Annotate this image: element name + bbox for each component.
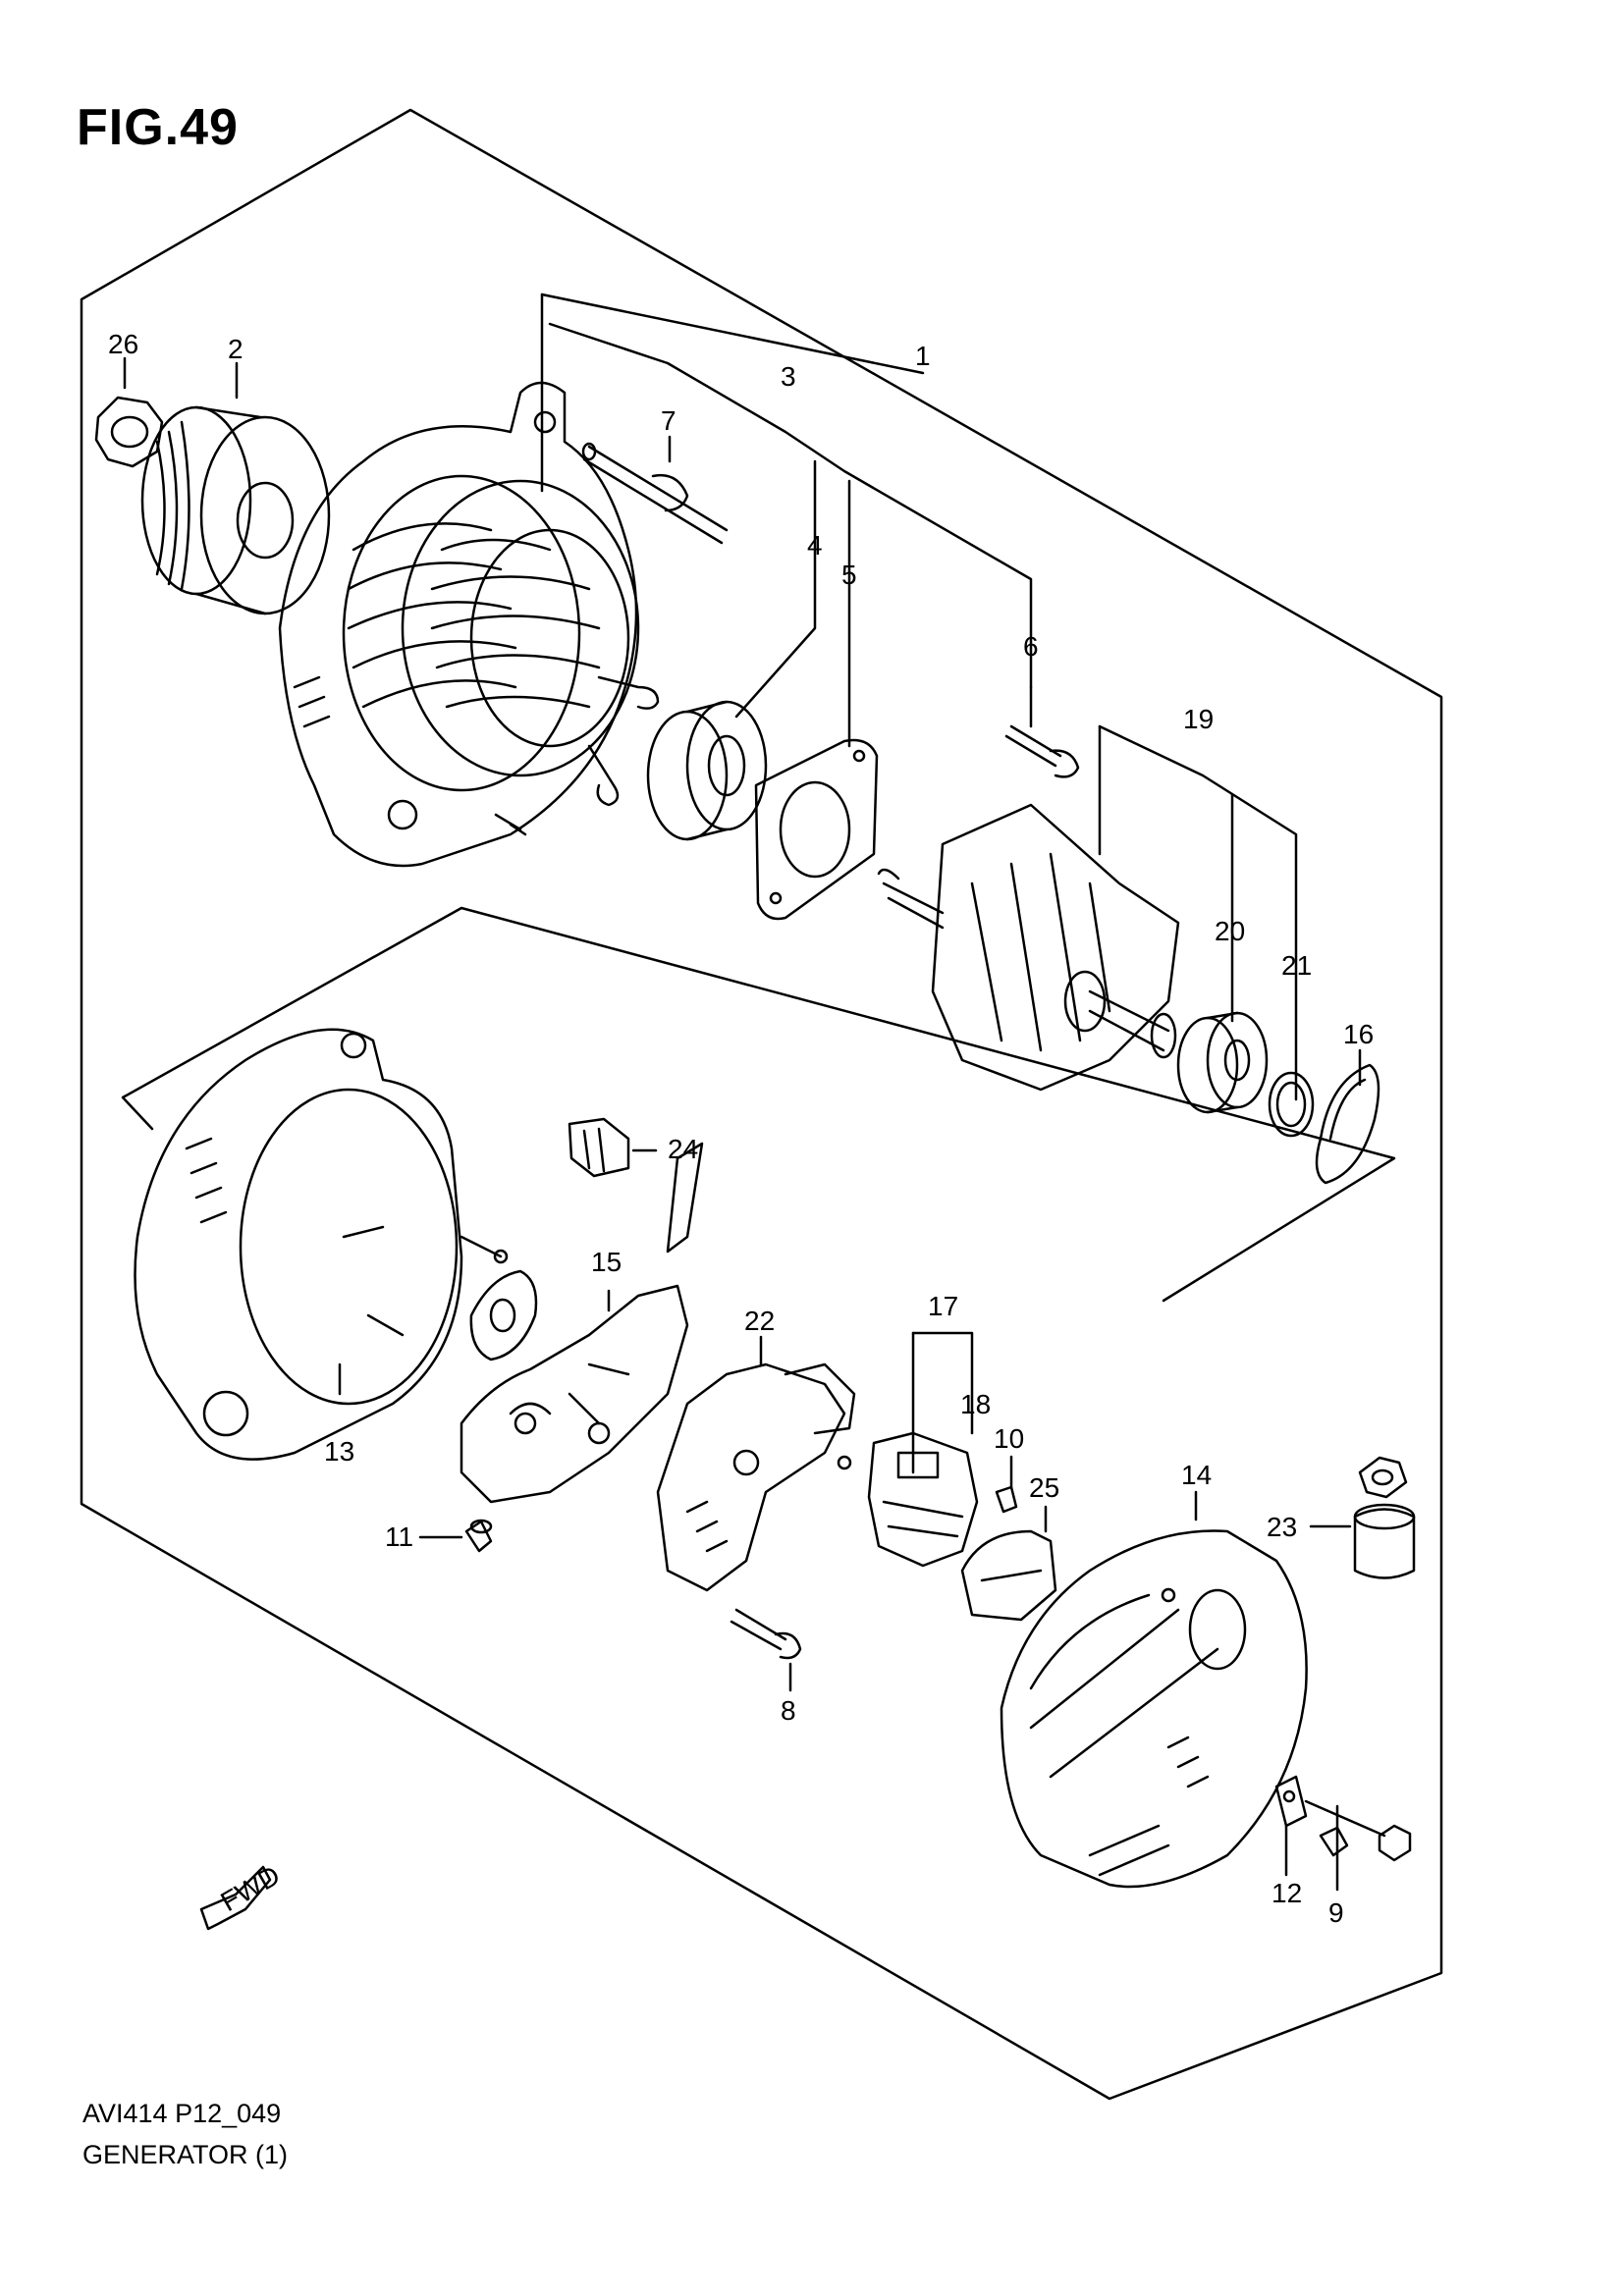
label-5: 5 xyxy=(841,560,857,590)
label-6: 6 xyxy=(1023,631,1039,662)
plate-part-5 xyxy=(754,738,879,921)
stud-part-7 xyxy=(581,442,729,545)
label-22: 22 xyxy=(744,1306,775,1336)
stator xyxy=(401,479,660,836)
label-16: 16 xyxy=(1343,1019,1374,1049)
bracket-3 xyxy=(548,322,1033,689)
bracket-4 xyxy=(734,459,817,719)
front-housing xyxy=(278,381,638,868)
label-12: 12 xyxy=(1271,1878,1302,1908)
nut-part-26 xyxy=(94,396,164,468)
label-21: 21 xyxy=(1281,950,1312,981)
fwd-arrow-icon xyxy=(199,1865,272,1931)
bearing-part-4 xyxy=(646,700,768,841)
label-13: 13 xyxy=(324,1436,354,1467)
label-4: 4 xyxy=(807,530,823,561)
label-1: 1 xyxy=(915,341,931,371)
brush-holder-part-18 xyxy=(867,1431,979,1568)
rectifier-part-15 xyxy=(460,1142,704,1504)
label-26: 26 xyxy=(108,329,138,359)
label-15: 15 xyxy=(591,1247,622,1277)
cover-part-25 xyxy=(960,1529,1057,1622)
label-8: 8 xyxy=(781,1695,796,1726)
rotor-part-19 xyxy=(877,803,1180,1092)
label-7: 7 xyxy=(661,405,676,436)
label-20: 20 xyxy=(1215,916,1245,946)
bracket-part-12 xyxy=(1274,1775,1386,1838)
fwd-label: FWD xyxy=(216,1859,286,1917)
ring-part-21 xyxy=(1268,1071,1315,1138)
label-25: 25 xyxy=(1029,1472,1059,1503)
label-3: 3 xyxy=(781,361,796,392)
regulator-part-22 xyxy=(656,1362,856,1592)
rear-frame-part-13 xyxy=(134,1028,509,1461)
bushing-part-23 xyxy=(1353,1456,1416,1579)
diagram-code: AVI414 P12_049 xyxy=(82,2099,282,2128)
pulley-part-2 xyxy=(140,405,331,615)
bracket-19 xyxy=(1098,724,1298,1077)
label-9: 9 xyxy=(1328,1897,1344,1928)
bolt-part-9 xyxy=(1319,1824,1412,1862)
bracket-1b xyxy=(540,293,925,375)
label-2: 2 xyxy=(228,334,243,364)
label-10: 10 xyxy=(994,1423,1024,1454)
diagram-name: GENERATOR (1) xyxy=(82,2140,289,2169)
subassembly-frame xyxy=(121,906,1396,1303)
label-11: 11 xyxy=(385,1522,413,1552)
rear-cover-part-14 xyxy=(1000,1529,1308,1889)
ring-part-16 xyxy=(1315,1063,1380,1185)
bracket-17 xyxy=(911,1331,974,1435)
label-24: 24 xyxy=(668,1134,698,1164)
label-14: 14 xyxy=(1181,1460,1212,1490)
bolt-part-6 xyxy=(1004,724,1080,778)
cap-part-24 xyxy=(568,1117,630,1178)
screw-part-11 xyxy=(464,1519,493,1553)
label-23: 23 xyxy=(1267,1512,1297,1542)
screw-part-10 xyxy=(995,1485,1018,1514)
label-17: 17 xyxy=(928,1291,958,1321)
bolt-part-8 xyxy=(730,1608,802,1660)
bearing-part-20 xyxy=(1176,1011,1269,1114)
figure-title: FIG.49 xyxy=(77,99,239,156)
washer-plate xyxy=(469,1269,538,1362)
label-18: 18 xyxy=(960,1389,991,1419)
assembly-frame xyxy=(80,108,1443,2101)
label-19: 19 xyxy=(1183,704,1214,734)
